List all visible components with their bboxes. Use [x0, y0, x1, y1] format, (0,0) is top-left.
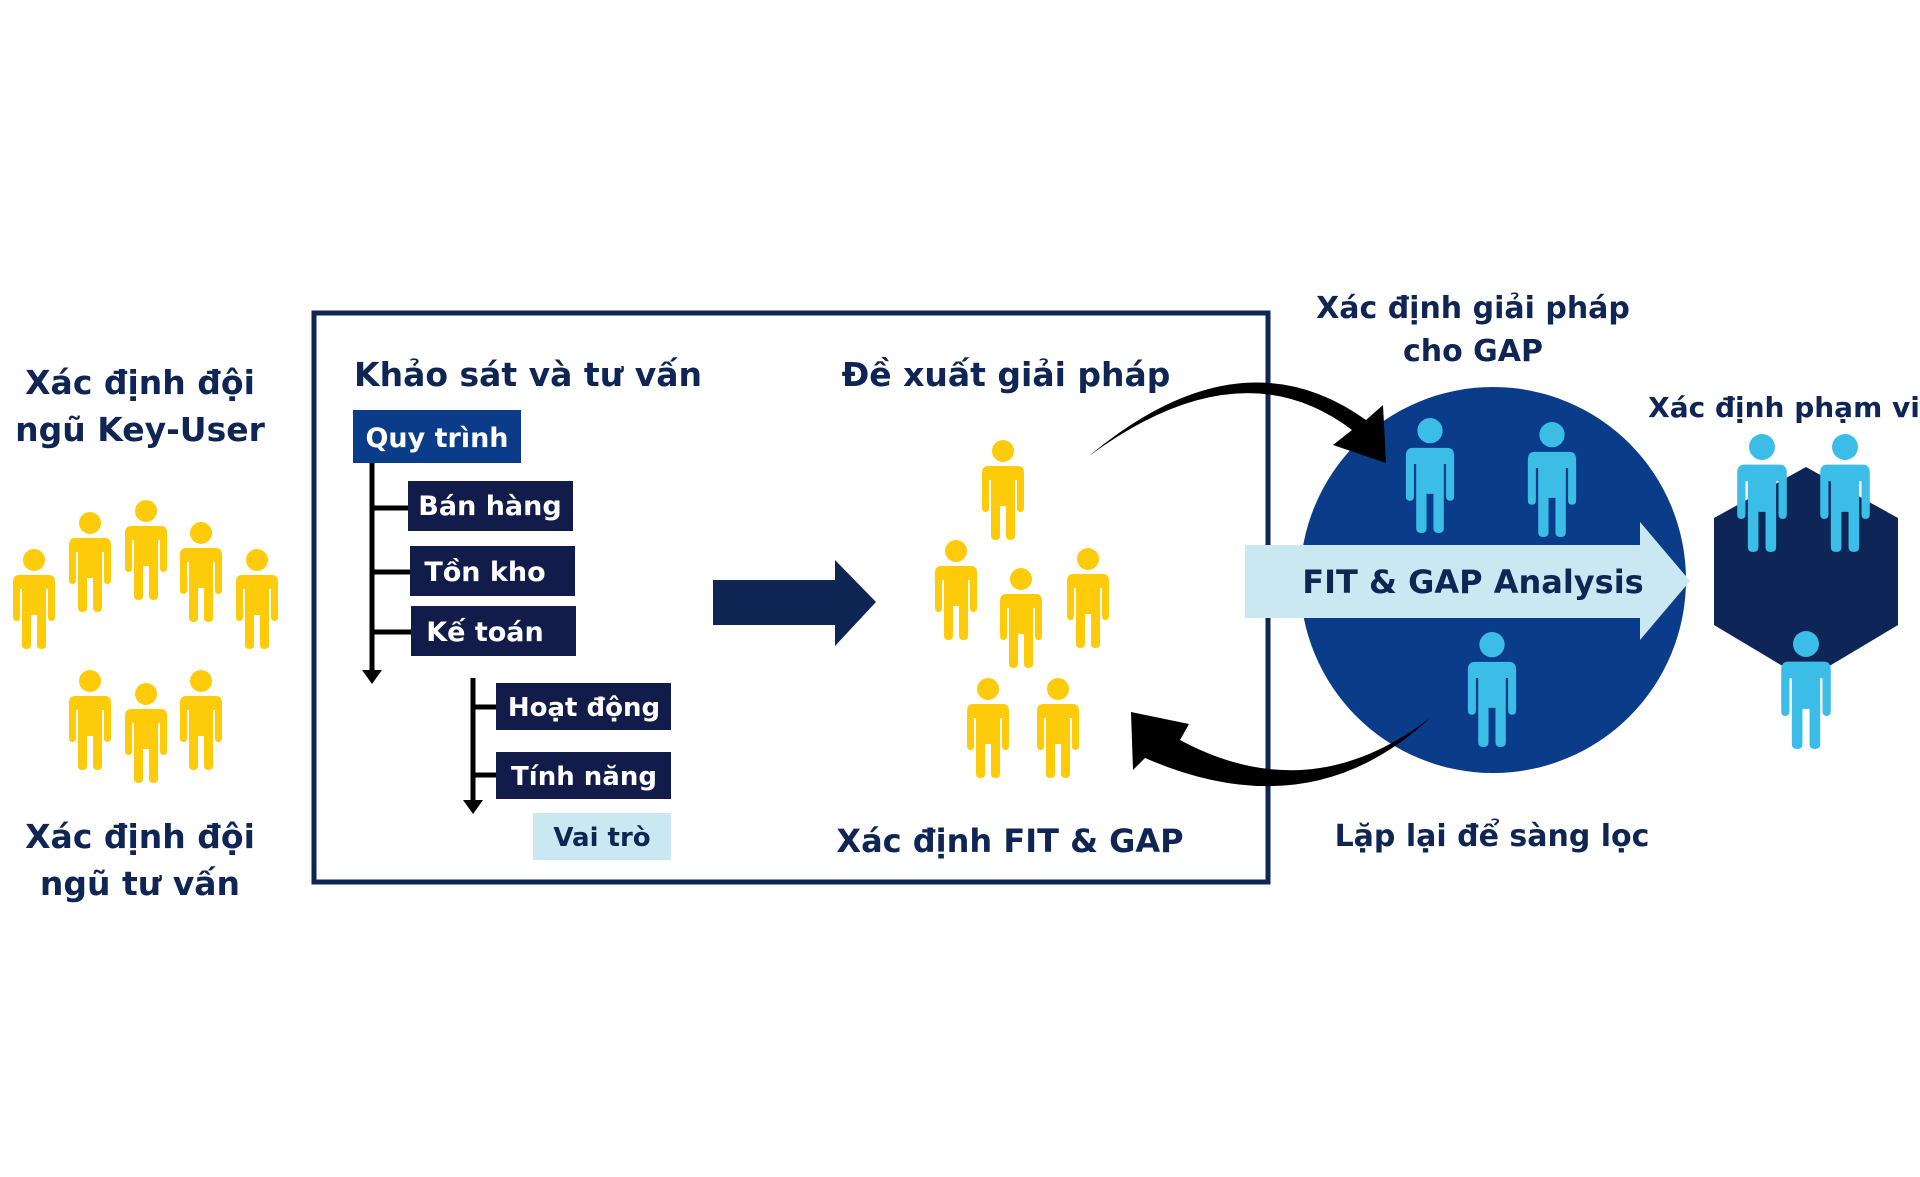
key-user-people-group [13, 500, 278, 649]
consultant-team-title: Xác định đội ngũ tư vấn [25, 817, 255, 903]
tree-node-inventory: Tồn kho [410, 546, 575, 596]
tree-node-root-label: Quy trình [365, 423, 508, 454]
tree-node-sales: Bán hàng [408, 481, 573, 531]
tree-node-label: Hoạt động [508, 693, 660, 723]
tree-node-activities: Hoạt động [496, 683, 671, 730]
fit-gap-identify-label: Xác định FIT & GAP [836, 822, 1183, 860]
arrow-down-icon [463, 800, 483, 814]
person-icon [1067, 548, 1109, 648]
gap-solution-title-line2: cho GAP [1403, 334, 1543, 369]
person-icon [1037, 678, 1079, 778]
person-icon [69, 512, 111, 612]
person-icon [180, 670, 222, 770]
tree-node-features: Tính năng [496, 752, 671, 799]
consultant-people-group [69, 670, 222, 783]
person-icon [982, 440, 1024, 540]
curved-arrow-back-icon [1131, 712, 1430, 787]
tree-node-label: Tồn kho [424, 557, 545, 588]
tree-node-accounting: Kế toán [411, 606, 576, 656]
person-icon [125, 500, 167, 600]
consultant-title-line2: ngũ tư vấn [40, 864, 240, 903]
fit-gap-band-arrow [1245, 522, 1690, 640]
iterate-label: Lặp lại để sàng lọc [1335, 818, 1650, 854]
tree-node-root: Quy trình [353, 410, 521, 463]
tree-node-label: Kế toán [426, 617, 544, 648]
tree-node-label: Vai trò [553, 823, 650, 853]
gap-solution-title-line1: Xác định giải pháp [1316, 291, 1630, 326]
person-icon [935, 540, 977, 640]
person-icon [125, 683, 167, 783]
person-icon [69, 670, 111, 770]
tree-node-label: Tính năng [511, 762, 657, 792]
fit-gap-band-label: FIT & GAP Analysis [1302, 563, 1643, 601]
arrow-right-icon [713, 560, 876, 646]
person-icon [180, 522, 222, 622]
tree-node-label: Bán hàng [418, 491, 561, 522]
scope-title: Xác định phạm vi [1648, 391, 1920, 424]
curved-arrow-forward-icon [1089, 382, 1386, 463]
person-icon [13, 549, 55, 649]
key-user-team-title: Xác định đội ngũ Key-User [15, 363, 265, 449]
proposal-title: Đề xuất giải pháp [842, 355, 1171, 394]
key-user-title-line2: ngũ Key-User [15, 410, 265, 449]
proposal-people-group [935, 440, 1109, 778]
person-icon [1000, 568, 1042, 668]
tree-connector-level2 [470, 678, 498, 802]
person-icon [236, 549, 278, 649]
arrow-down-icon [362, 670, 382, 684]
consultant-title-line1: Xác định đội [25, 817, 255, 856]
survey-title: Khảo sát và tư vấn [354, 355, 702, 394]
tree-connector-level1 [369, 463, 412, 672]
key-user-title-line1: Xác định đội [25, 363, 255, 402]
tree-node-roles: Vai trò [533, 813, 671, 860]
person-icon [967, 678, 1009, 778]
